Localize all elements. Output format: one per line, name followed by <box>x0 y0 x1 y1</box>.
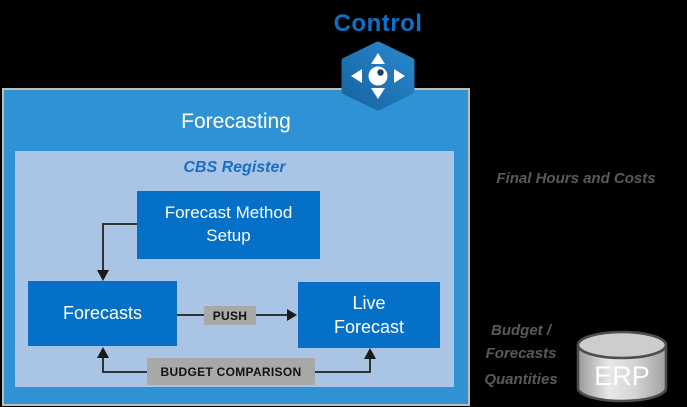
annotation-budget-forecasts-quantities: Budget / Forecasts Quantities <box>466 319 576 391</box>
control-eye-icon <box>368 66 388 86</box>
budget-comparison-connector-label: BUDGET COMPARISON <box>147 358 315 385</box>
live-forecast-label-line2: Forecast <box>333 317 405 337</box>
forecast-method-setup-label-line2: Setup <box>206 226 251 245</box>
live-forecast-label-line1: Live <box>352 292 386 313</box>
forecasts-label: Forecasts <box>62 303 143 324</box>
arrow-up-icon <box>371 53 385 64</box>
live-forecast-node: Live Forecast <box>298 282 440 348</box>
forecast-method-setup-node: Forecast Method Setup <box>137 191 320 259</box>
cbs-register-panel <box>15 151 454 387</box>
annotation-final-hours-costs: Final Hours and Costs <box>496 170 656 187</box>
control-label: Control <box>333 10 423 37</box>
forecast-method-setup-label-line1: Forecast Method <box>164 203 293 223</box>
arrow-down-icon <box>371 88 385 99</box>
annotation-budget-line3: Quantities <box>484 371 558 388</box>
forecasting-title: Forecasting <box>181 110 291 133</box>
erp-database-icon: ERP <box>576 330 668 403</box>
erp-label: ERP <box>594 361 650 391</box>
annotation-budget-line2: Forecasts <box>485 345 557 362</box>
annotation-budget-line1: Budget / <box>491 322 551 339</box>
control-dpad-icon <box>341 41 415 111</box>
push-connector-label: PUSH <box>204 306 256 325</box>
arrow-left-icon <box>351 69 362 83</box>
forecasts-node: Forecasts <box>28 281 177 346</box>
cbs-register-title: CBS Register <box>183 159 286 176</box>
arrow-right-icon <box>394 69 405 83</box>
